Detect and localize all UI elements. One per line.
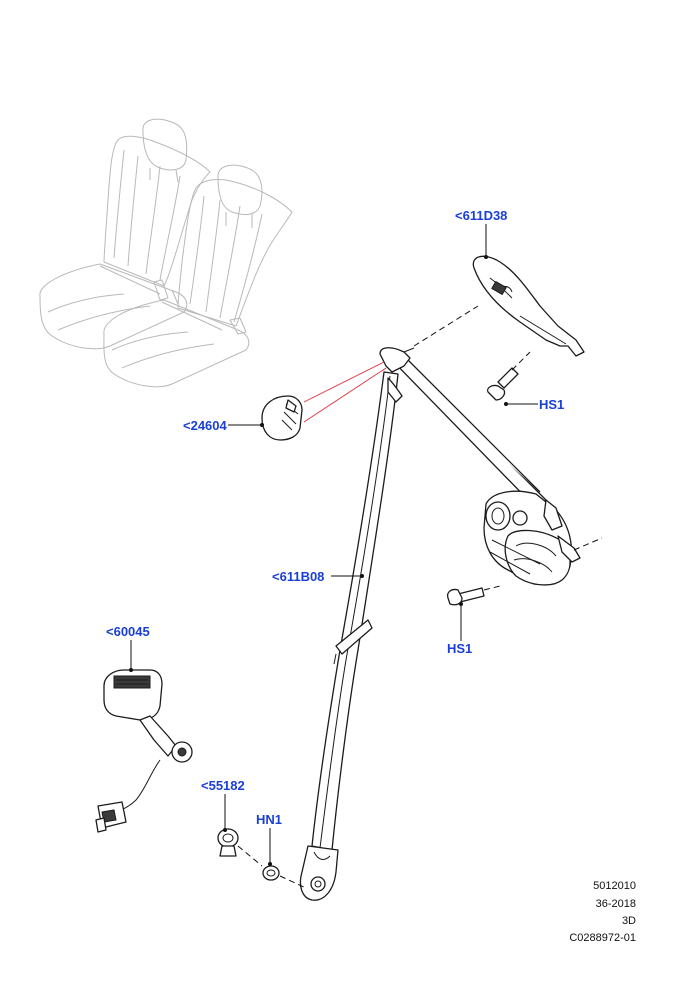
bolt-hs1-top: [486, 367, 519, 401]
trim-cap: [261, 395, 303, 441]
grommet: [217, 828, 239, 857]
footer-code-line3: 3D: [621, 915, 636, 927]
rear-seat-illustration: [39, 118, 293, 388]
d-ring-bracket: [472, 255, 585, 357]
seat-belt-retractor: [483, 490, 581, 586]
assembly-guide-lines: [237, 305, 603, 889]
callout-611d38[interactable]: <611D38: [455, 208, 508, 223]
seat-belt-buckle: [95, 669, 193, 833]
seat-belt-webbing: [299, 347, 547, 901]
footer-code-line2: 36-2018: [595, 898, 636, 910]
callout-24604[interactable]: <24604: [183, 418, 227, 433]
nut-hn1: [262, 865, 280, 881]
callout-hs1-bottom[interactable]: HS1: [447, 641, 473, 656]
callout-611b08[interactable]: <611B08: [272, 569, 325, 584]
bolt-hs1-bottom: [446, 587, 485, 606]
callout-hs1-top[interactable]: HS1: [539, 397, 565, 412]
callout-55182[interactable]: <55182: [201, 778, 245, 793]
callout-hn1[interactable]: HN1: [256, 812, 283, 827]
footer-code-line4: C0288972-01: [569, 932, 636, 944]
leader-lines: [129, 224, 538, 866]
footer-code-line1: 5012010: [593, 880, 636, 892]
callout-60045[interactable]: <60045: [106, 624, 150, 639]
